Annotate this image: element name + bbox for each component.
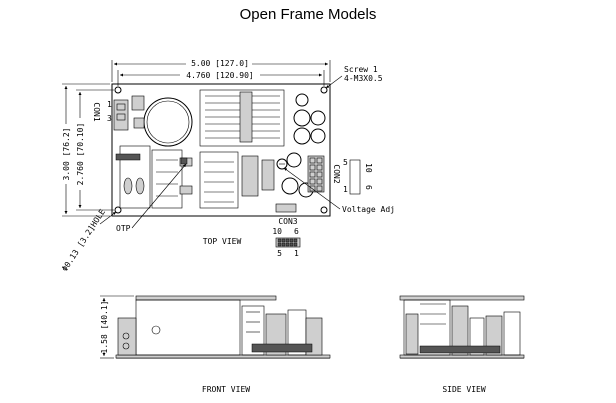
otp-sensor: [180, 157, 188, 165]
con2-pin5-label: 5: [343, 158, 348, 167]
con3-pin10-label: 10: [272, 227, 282, 236]
con3-connector: [275, 237, 301, 248]
side-view-label: SIDE VIEW: [442, 385, 486, 394]
front-view-label: FRONT VIEW: [202, 385, 250, 394]
dim-width-holes: 4.760 [120.90]: [186, 71, 253, 80]
con2-connector: [307, 155, 325, 193]
bulk-capacitor: [143, 97, 193, 147]
con2-label: CON2: [332, 164, 341, 183]
front-view-dim-height: 1.58 [40.1]: [100, 301, 109, 354]
con1-connector: [113, 99, 129, 131]
mounting-hole: [320, 86, 328, 94]
con2-pin6-label: 6: [364, 185, 373, 190]
page-title: Open Frame Models: [239, 6, 377, 23]
con2-pin10-label: 10: [364, 163, 373, 173]
mounting-hole: [114, 206, 122, 214]
con2-pin1-label: 1: [343, 185, 348, 194]
con1-label: CON1: [92, 102, 101, 121]
mounting-hole: [320, 206, 328, 214]
screw-label: Screw 1: [344, 65, 378, 74]
con2-pinout-box: [349, 159, 361, 195]
front-view: 1.58 [40.1] FRONT VIEW: [98, 295, 331, 394]
con3-label: CON3: [278, 217, 297, 226]
con1-pin1-label: 1: [107, 100, 112, 109]
side-view-heatsink-plate: [399, 295, 525, 301]
screw-spec-label: 4-M3X0.5: [344, 74, 383, 83]
con1-pin3-label: 3: [107, 114, 112, 123]
top-view-label: TOP VIEW: [203, 237, 242, 246]
voltage-adj-label: Voltage Adj: [342, 205, 395, 214]
dim-height-overall: 3.00 [76.2]: [62, 128, 71, 181]
dim-width-overall: 5.00 [127.0]: [191, 59, 249, 68]
voltage-adj-pot: [276, 158, 288, 170]
dim-height-holes: 2.760 [70.10]: [76, 123, 85, 186]
mounting-hole: [114, 86, 122, 94]
hole-label: Φ0.13 [3.2]HOLE: [60, 207, 107, 273]
con3-pin1-label: 1: [294, 249, 299, 258]
top-view: 5.00 [127.0] 4.760 [120.90] 3.00 [76.2] …: [60, 58, 395, 273]
front-view-heatsink-plate: [135, 295, 277, 301]
con3-pin5-label: 5: [277, 249, 282, 258]
otp-label: OTP: [116, 224, 131, 233]
side-view: SIDE VIEW: [399, 295, 525, 394]
transformer-block: [199, 89, 285, 147]
con3-pin6-label: 6: [294, 227, 299, 236]
top-view-board-outline: [111, 83, 331, 217]
